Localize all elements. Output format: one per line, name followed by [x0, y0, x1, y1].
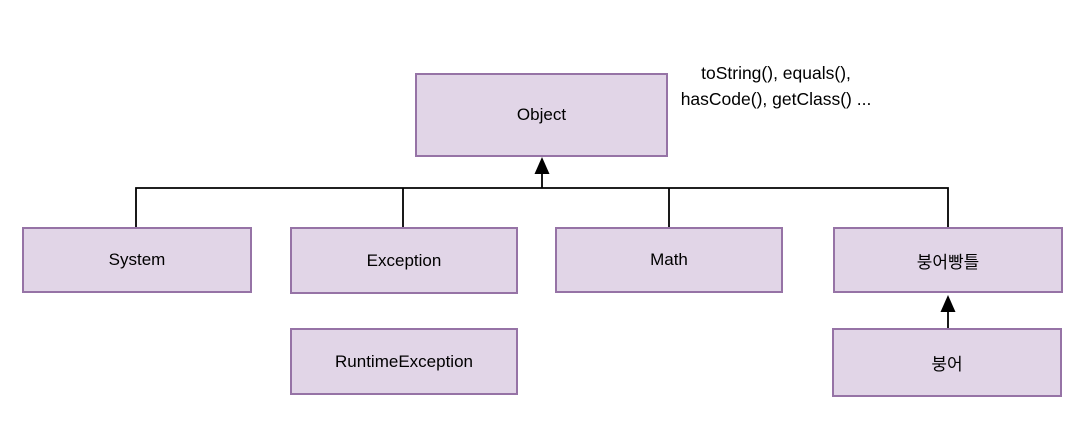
class-node-object-label: Object [516, 105, 567, 124]
object-methods-annotation: toString(), equals(), hasCode(), getClas… [628, 60, 924, 112]
arrowhead-fish-to-mold [940, 295, 956, 312]
class-node-system-label: System [108, 250, 166, 269]
annotation-line-1: toString(), equals(), [701, 63, 851, 83]
class-node-fish-bread: 붕어 [832, 328, 1062, 397]
class-node-fish-bread-mold: 붕어빵틀 [833, 227, 1063, 293]
class-node-math-label: Math [650, 250, 688, 269]
class-node-fish-bread-label: 붕어 [931, 355, 963, 374]
class-node-fish-bread-mold-label: 붕어빵틀 [916, 252, 980, 272]
class-node-system: System [22, 227, 252, 293]
class-node-exception-label: Exception [366, 250, 442, 270]
class-node-runtime-exception-label: RuntimeException [335, 351, 473, 371]
class-node-object: Object [415, 73, 668, 157]
annotation-line-2: hasCode(), getClass() ... [680, 89, 872, 109]
class-node-math: Math [555, 227, 783, 293]
arrowhead-to-object [534, 157, 550, 174]
class-node-exception: Exception [290, 227, 518, 294]
class-node-runtime-exception: RuntimeException [290, 328, 518, 395]
connector-tree-rail [135, 187, 949, 227]
